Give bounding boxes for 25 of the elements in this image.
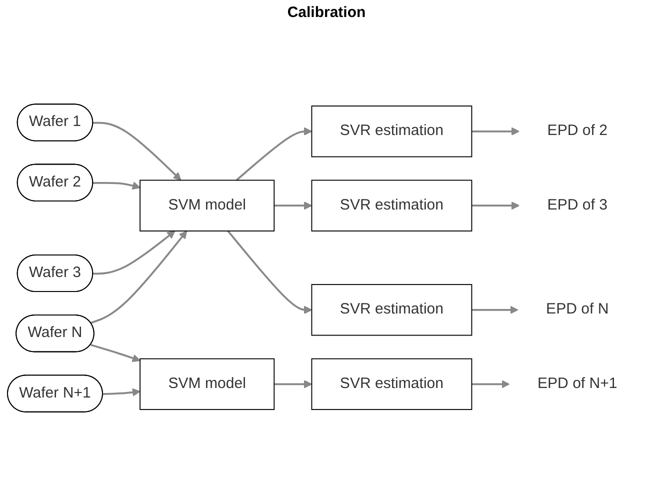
arrow	[93, 182, 140, 190]
arrow	[93, 230, 176, 275]
arrow	[236, 127, 312, 181]
node-box: SVM model	[140, 358, 275, 410]
arrow	[90, 344, 140, 362]
node-box: SVR estimation	[311, 284, 472, 336]
node-box: SVM model	[140, 180, 275, 232]
arrow	[274, 380, 312, 388]
node-text: EPD of N+1	[537, 376, 618, 392]
node-box: SVR estimation	[311, 180, 472, 232]
node-box: SVR estimation	[311, 106, 472, 158]
node-text: EPD of N	[546, 301, 609, 318]
arrow	[274, 201, 312, 210]
node-text: EPD of 3	[547, 197, 608, 214]
arrow	[472, 306, 518, 314]
arrow	[93, 122, 182, 181]
arrow	[102, 388, 140, 396]
arrow	[472, 127, 520, 136]
arrow	[472, 201, 520, 210]
arrow	[90, 230, 188, 324]
arrow	[227, 230, 312, 314]
node-text: EPD of 2	[547, 122, 608, 139]
node-box: SVR estimation	[311, 358, 472, 410]
note-text: Calibration	[287, 4, 366, 21]
arrow	[472, 380, 510, 388]
